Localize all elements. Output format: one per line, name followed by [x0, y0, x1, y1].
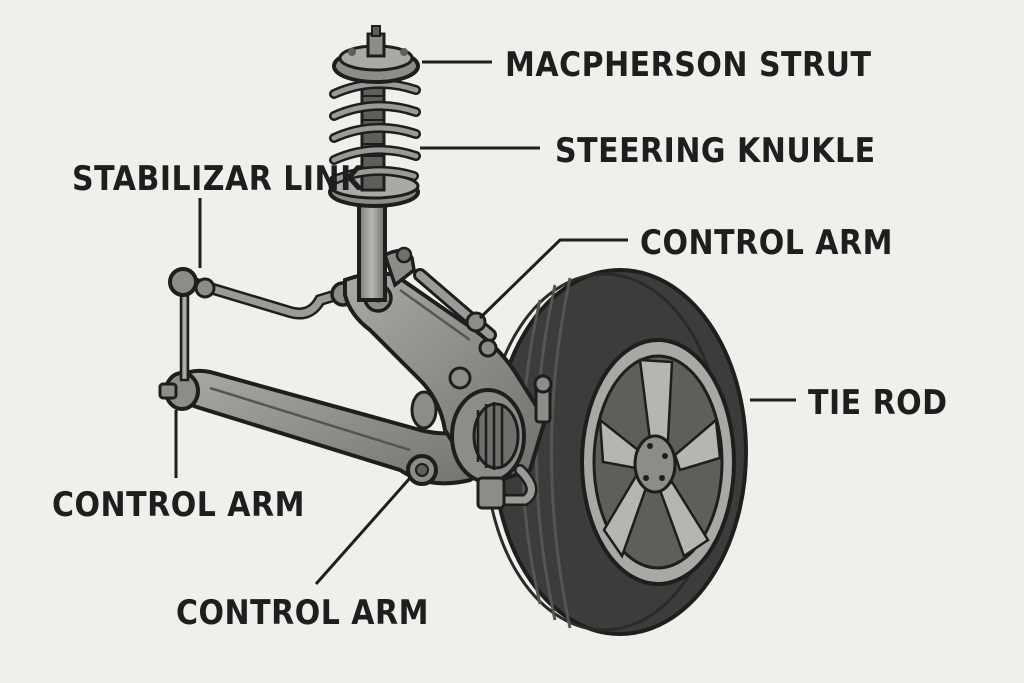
wheel-rim [580, 338, 736, 586]
upper-control-arm [413, 268, 498, 358]
stabilizer-bar [168, 267, 356, 382]
label-macpherson-strut: MACPHERSON STRUT [505, 46, 872, 86]
leader-control-arm-bottom [314, 477, 412, 585]
label-tie-rod: TIE ROD [808, 384, 948, 424]
label-control-arm-bottom: CONTROL ARM [176, 594, 429, 634]
tie-rod [476, 374, 553, 510]
label-steering-knuckle: STEERING KNUKLE [555, 132, 876, 172]
leader-lines [174, 60, 796, 585]
label-control-arm-upper-right: CONTROL ARM [640, 224, 893, 264]
macpherson-strut [328, 25, 421, 302]
label-stabilizer-link: STABILIZAR LINK [72, 160, 364, 200]
leader-control-arm-upper [478, 238, 628, 320]
label-control-arm-left: CONTROL ARM [52, 486, 305, 526]
